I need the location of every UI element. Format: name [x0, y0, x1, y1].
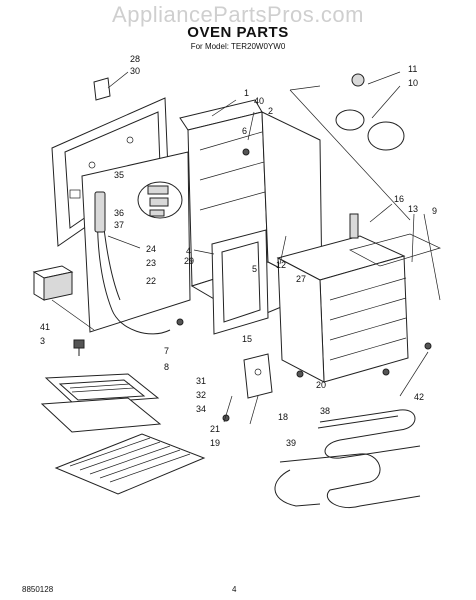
side-panel [81, 151, 191, 335]
callout-23: 23 [146, 258, 156, 268]
callout-36: 36 [114, 208, 124, 218]
mounting-bracket [243, 353, 273, 399]
callout-5: 5 [252, 264, 257, 274]
callout-30: 30 [130, 66, 140, 76]
callout-2: 2 [268, 106, 273, 116]
callout-40: 40 [254, 96, 264, 106]
leader-lines [51, 71, 441, 425]
terminal-block [32, 265, 74, 301]
callout-16: 16 [394, 194, 404, 204]
callout-27: 27 [296, 274, 306, 284]
thermostat-cluster [137, 181, 183, 219]
callout-18: 18 [278, 412, 288, 422]
bake-element [317, 409, 421, 459]
callout-15: 15 [242, 334, 252, 344]
callout-29: 29 [184, 256, 194, 266]
callout-1: 1 [244, 88, 249, 98]
broil-element [274, 453, 421, 508]
callout-37: 37 [114, 220, 124, 230]
callout-12: 12 [276, 260, 286, 270]
callout-7: 7 [164, 346, 169, 356]
page-number: 4 [232, 585, 237, 594]
callout-3: 3 [40, 336, 45, 346]
model-line: For Model: TER20W0YW0 [190, 42, 286, 51]
door-frame [211, 229, 269, 335]
callout-8: 8 [164, 362, 169, 372]
callout-42: 42 [414, 392, 424, 402]
callout-6: 6 [242, 126, 247, 136]
page-title: OVEN PARTS [187, 24, 289, 41]
callout-21: 21 [210, 424, 220, 434]
callout-13: 13 [408, 204, 418, 214]
callout-38: 38 [320, 406, 330, 416]
callout-10: 10 [408, 78, 418, 88]
callout-labels: 28 30 1 40 2 6 11 10 35 36 37 16 13 9 24… [40, 54, 437, 448]
callout-4: 4 [186, 246, 191, 256]
callout-28: 28 [130, 54, 140, 64]
watermark: AppliancePartsPros.com [112, 2, 364, 27]
callout-24: 24 [146, 244, 156, 254]
callout-22: 22 [146, 276, 156, 286]
broil-pan [40, 373, 162, 433]
label-plate [93, 77, 111, 101]
callout-35: 35 [114, 170, 124, 180]
callout-34: 34 [196, 404, 206, 414]
callout-32: 32 [196, 390, 206, 400]
callout-31: 31 [196, 376, 206, 386]
screws [176, 148, 432, 422]
callout-19: 19 [210, 438, 220, 448]
callout-39: 39 [286, 438, 296, 448]
document-number: 8850128 [22, 585, 54, 594]
flat-rack [54, 433, 206, 495]
callout-20: 20 [316, 380, 326, 390]
oven-racks [276, 213, 441, 383]
leveling-leg [73, 339, 85, 356]
callout-41: 41 [40, 322, 50, 332]
light-socket [335, 73, 405, 151]
callout-9: 9 [432, 206, 437, 216]
callout-11: 11 [408, 64, 417, 74]
